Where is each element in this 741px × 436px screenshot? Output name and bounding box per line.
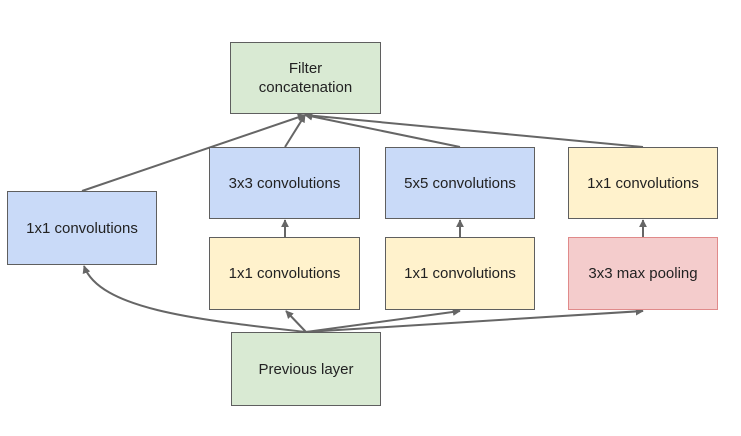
filter-concatenation-label: Filter concatenation [258, 60, 353, 96]
5x5-convolutions-box: 5x5 convolutions [385, 147, 535, 219]
arrow-previous-to-1x1a [285, 310, 307, 333]
3x3-convolutions-label: 3x3 convolutions [228, 174, 341, 192]
filter-concatenation-box: Filter concatenation [230, 42, 381, 114]
arrow-previous-to-maxpool [305, 307, 644, 333]
right-1x1-convolutions-box: 1x1 convolutions [568, 147, 718, 219]
3x3-convolutions-box: 3x3 convolutions [209, 147, 360, 219]
left-1x1-convolutions-box: 1x1 convolutions [7, 191, 157, 265]
reduce-1x1-convolutions-label-a: 1x1 convolutions [228, 265, 341, 282]
reduce-1x1-convolutions-label-b: 1x1 convolutions [404, 265, 516, 282]
previous-layer-label: Previous layer [258, 360, 354, 378]
3x3-max-pooling-label: 3x3 max pooling [588, 265, 698, 282]
arrow-5x5-to-concat [304, 112, 461, 148]
left-1x1-convolutions-label: 1x1 convolutions [26, 219, 138, 237]
arrow-previous-to-1x1b [305, 308, 461, 333]
arrow-left1x1-to-concat [81, 113, 306, 192]
arrow-previous-to-left1x1 [82, 265, 307, 333]
arrow-3x3-to-concat [284, 114, 306, 148]
arrow-right1x1-to-concat [304, 111, 644, 148]
right-1x1-convolutions-label: 1x1 convolutions [587, 174, 699, 192]
reduce-1x1-convolutions-box-a: 1x1 convolutions [209, 237, 360, 310]
3x3-max-pooling-box: 3x3 max pooling [568, 237, 718, 310]
5x5-convolutions-label: 5x5 convolutions [404, 174, 516, 192]
previous-layer-box: Previous layer [231, 332, 381, 406]
reduce-1x1-convolutions-box-b: 1x1 convolutions [385, 237, 535, 310]
